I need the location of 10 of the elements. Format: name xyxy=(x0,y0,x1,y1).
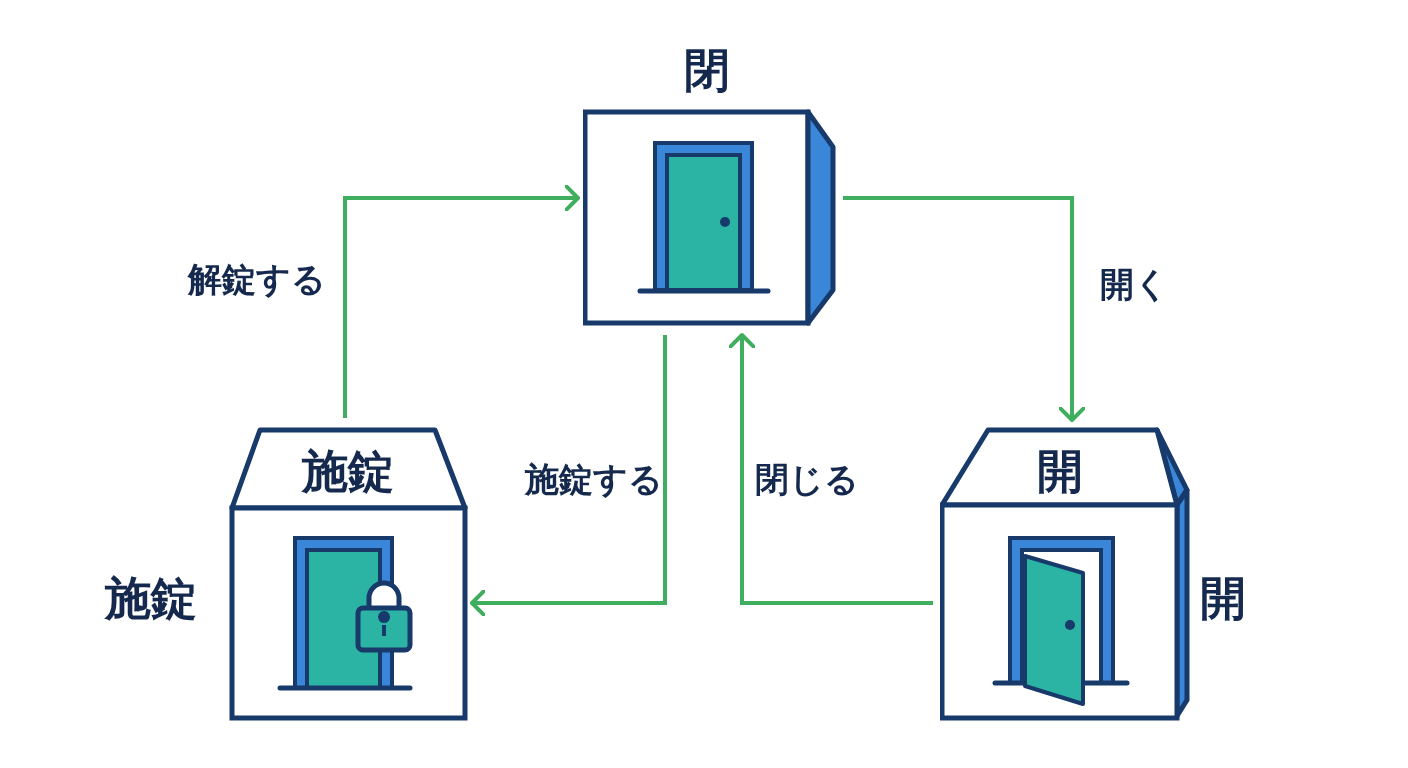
arrow xyxy=(470,335,667,617)
arrow xyxy=(728,333,933,605)
state-title: 開 xyxy=(1036,448,1084,494)
state-title: 閉 xyxy=(683,47,731,93)
state-caption: 施錠 xyxy=(105,575,197,621)
state-caption: 開 xyxy=(1200,575,1246,621)
arrow xyxy=(343,184,580,418)
state-box xyxy=(228,426,470,722)
state-title: 施錠 xyxy=(300,448,395,494)
arrow xyxy=(843,196,1086,422)
